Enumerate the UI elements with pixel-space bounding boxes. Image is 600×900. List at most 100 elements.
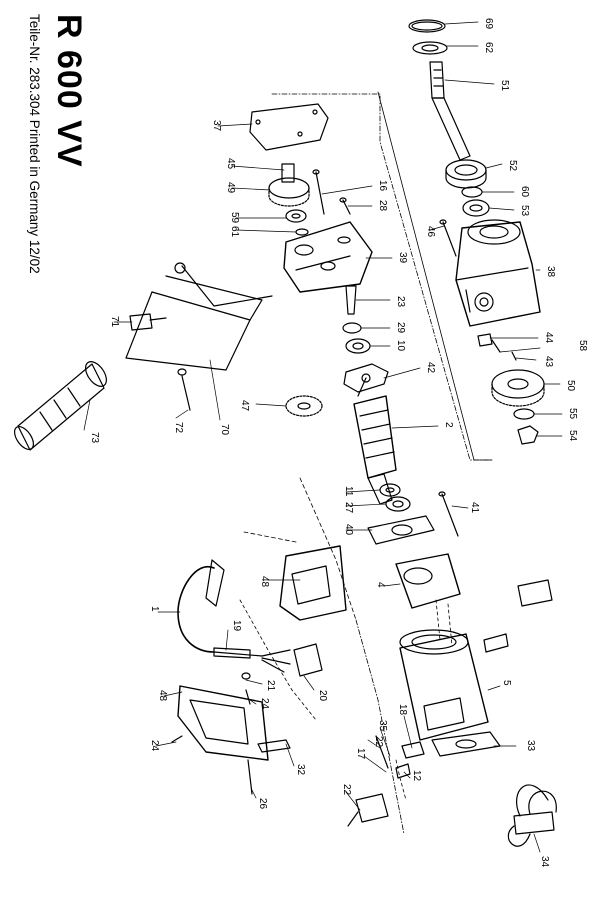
ring-60 [461, 186, 483, 198]
power-cord-1 [177, 559, 263, 657]
part-label: 1 [149, 606, 160, 612]
part-label: 22 [341, 784, 352, 796]
ring-29 [342, 322, 362, 334]
part-label: 38 [545, 266, 556, 278]
screw-24-left [171, 735, 183, 743]
part-label: 49 [225, 182, 236, 194]
clip-12 [395, 763, 411, 779]
part-label: 48 [157, 690, 168, 702]
field-4 [395, 553, 461, 609]
fan-47 [285, 395, 323, 417]
pin-44 [477, 333, 493, 347]
part-label: 61 [229, 226, 240, 238]
screw-28 [339, 197, 351, 215]
pin-43 [511, 351, 517, 361]
part-label: 10 [395, 340, 406, 352]
brush-holder-right [483, 579, 553, 653]
part-label: 44 [543, 332, 554, 344]
switch-20 [293, 643, 323, 677]
screw-41 [438, 491, 459, 537]
wires [261, 649, 291, 673]
part-label: 27 [343, 502, 354, 514]
part-label: 39 [397, 252, 408, 264]
part-label: 4 [375, 582, 386, 588]
sleeve-19 [213, 647, 251, 659]
part-label: 35 [377, 720, 388, 732]
part-label: 71 [109, 316, 120, 328]
gear-50 [491, 369, 545, 407]
part-label: 41 [469, 502, 480, 514]
part-label: 55 [567, 408, 578, 420]
retaining-ring-69 [408, 19, 446, 33]
handle-shell-48-lower [177, 685, 269, 761]
gear-housing-38 [455, 219, 541, 327]
side-handle-73 [13, 361, 107, 451]
spring-58 [491, 339, 501, 353]
armature-2 [353, 377, 397, 505]
part-label: 54 [567, 430, 578, 442]
part-label: 18 [397, 704, 408, 716]
bearing-27 [385, 496, 411, 512]
part-label: 23 [395, 296, 406, 308]
part-label: 37 [211, 120, 222, 132]
part-label: 12 [411, 770, 422, 782]
part-label: 5 [501, 680, 512, 686]
part-label: 46 [425, 226, 436, 238]
part-label: 42 [425, 362, 436, 374]
gear-49 [268, 177, 310, 207]
part-label: 32 [295, 764, 306, 776]
screw-21 [241, 672, 251, 680]
ring-61 [295, 228, 309, 236]
nut-54 [517, 425, 539, 445]
plate-40 [367, 515, 435, 545]
spindle-51 [429, 61, 471, 161]
screw-46 [439, 219, 457, 257]
part-label: 19 [231, 620, 242, 632]
bearing-53 [462, 199, 490, 217]
part-label: 28 [377, 200, 388, 212]
bearing-10 [345, 338, 371, 354]
bearing-59 [285, 209, 307, 223]
part-label: 52 [507, 160, 518, 172]
shaft-45 [281, 163, 295, 183]
part-label: 51 [499, 80, 510, 92]
screw-16 [312, 169, 325, 215]
part-label: 22 [373, 736, 384, 748]
gasket-33 [431, 731, 501, 757]
part-label: 72 [173, 422, 184, 434]
cover-22 [347, 793, 389, 827]
part-label: 21 [265, 680, 276, 692]
part-label: 62 [483, 42, 494, 54]
bearing-52 [445, 159, 487, 189]
screw-71 [129, 313, 167, 331]
part-label: 33 [525, 740, 536, 752]
part-label: 24 [259, 698, 270, 710]
screw-22-upper [375, 735, 389, 769]
bracket-70 [125, 262, 273, 371]
screw-26 [247, 759, 253, 795]
part-label: 60 [519, 186, 530, 198]
leader-lines [83, 21, 563, 853]
part-label: 17 [355, 748, 366, 760]
pinion-23 [345, 285, 357, 315]
assembly-guide-lines [239, 91, 493, 835]
gasket-37 [249, 103, 329, 151]
bearing-plate-39 [283, 221, 373, 293]
part-label: 2 [443, 422, 454, 428]
part-label: 69 [483, 18, 494, 30]
part-label: 43 [543, 356, 554, 368]
motor-housing-5 [399, 629, 489, 741]
suppressor-34 [507, 784, 557, 847]
switch-18 [401, 741, 425, 759]
part-label: 53 [519, 205, 530, 217]
part-label: 58 [577, 340, 588, 352]
part-label: 26 [257, 798, 268, 810]
part-label: 50 [565, 380, 576, 392]
screw-72 [177, 368, 191, 411]
screw-24-right [245, 689, 251, 705]
part-label: 29 [395, 322, 406, 334]
part-label: 16 [377, 180, 388, 192]
part-label: 40 [343, 524, 354, 536]
